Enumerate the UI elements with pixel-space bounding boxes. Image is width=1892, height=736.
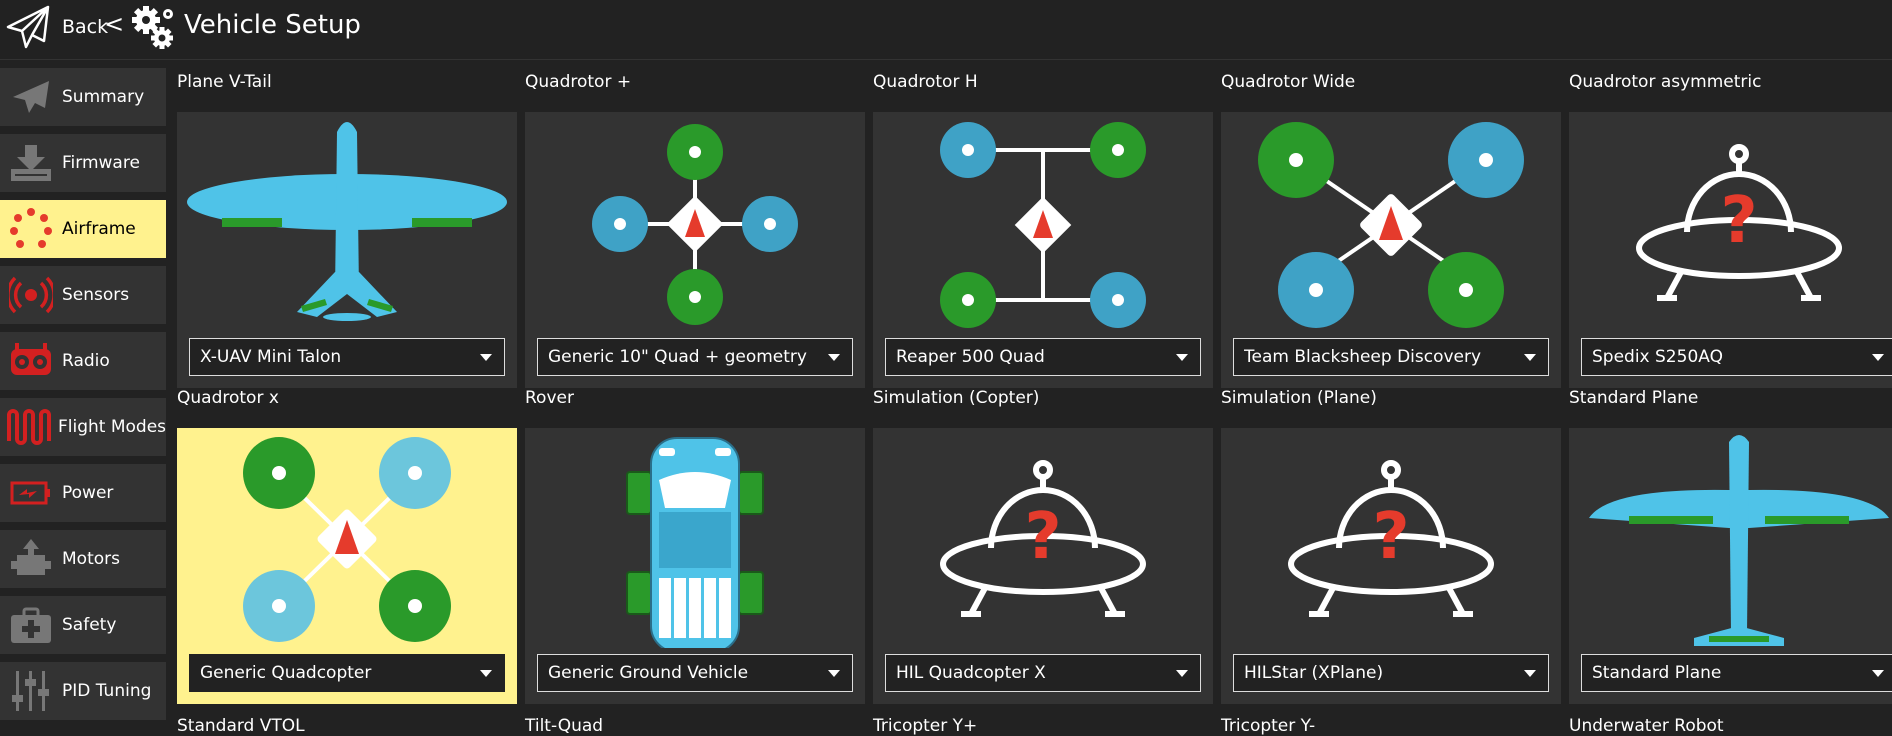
unknown-ufo-icon: ? <box>940 460 1146 617</box>
back-button[interactable]: Back <box>4 4 108 50</box>
chevron-down-icon <box>480 669 492 677</box>
airframe-name: Simulation (Plane) <box>1221 388 1377 408</box>
airframe-select[interactable]: Standard Plane <box>1581 654 1892 692</box>
airframe-select[interactable]: Reaper 500 Quad <box>885 338 1201 376</box>
breadcrumb-separator: < <box>104 10 125 38</box>
plane-icon <box>1589 435 1889 646</box>
airframe-name: Standard Plane <box>1569 388 1699 408</box>
airframe-tile[interactable]: X-UAV Mini Talon <box>177 112 517 388</box>
setup-sidebar: Summary Firmware Airframe Sensors Radio … <box>0 68 168 728</box>
airframe-select[interactable]: HIL Quadcopter X <box>885 654 1201 692</box>
svg-text:?: ? <box>1024 500 1061 574</box>
sidebar-item-summary[interactable]: Summary <box>0 68 166 126</box>
sidebar-item-sensors[interactable]: Sensors <box>0 266 166 324</box>
airframe-name: Plane V-Tail <box>177 72 272 92</box>
plane-icon <box>187 122 507 321</box>
sidebar-item-flight-modes[interactable]: Flight Modes <box>0 398 166 456</box>
sensors-icon <box>6 273 56 317</box>
airframe-icon <box>6 207 56 251</box>
airframe-tile[interactable]: Team Blacksheep Discovery <box>1221 112 1561 388</box>
paper-plane-icon <box>6 5 50 49</box>
sidebar-item-pid-tuning[interactable]: PID Tuning <box>0 662 166 720</box>
chevron-down-icon <box>1872 353 1884 361</box>
airframe-select[interactable]: Team Blacksheep Discovery <box>1233 338 1549 376</box>
chevron-down-icon <box>1524 353 1536 361</box>
airframe-name: Quadrotor H <box>873 72 978 92</box>
sidebar-item-label: Radio <box>62 351 110 371</box>
sidebar-item-motors[interactable]: Motors <box>0 530 166 588</box>
sliders-icon <box>6 669 56 713</box>
back-label: Back <box>62 16 109 38</box>
airframe-tile-selected[interactable]: Generic Quadcopter <box>177 428 517 704</box>
chevron-down-icon <box>828 669 840 677</box>
airframe-name: Quadrotor x <box>177 388 279 408</box>
page-title: Vehicle Setup <box>184 10 361 40</box>
quad-h-icon <box>940 122 1146 328</box>
sidebar-item-label: Motors <box>62 549 120 569</box>
paper-plane-icon <box>6 75 56 119</box>
airframe-name: Quadrotor asymmetric <box>1569 72 1762 92</box>
radio-icon <box>6 339 56 383</box>
quad-x-icon <box>243 437 451 642</box>
airframe-name: Tricopter Y+ <box>873 716 978 736</box>
sidebar-item-label: Summary <box>62 87 145 107</box>
flight-modes-icon <box>6 405 52 449</box>
top-bar: Back < Vehicle Setup <box>0 0 1892 60</box>
airframe-select[interactable]: X-UAV Mini Talon <box>189 338 505 376</box>
sidebar-item-firmware[interactable]: Firmware <box>0 134 166 192</box>
rover-icon <box>626 437 764 648</box>
sidebar-item-radio[interactable]: Radio <box>0 332 166 390</box>
sidebar-item-label: Power <box>62 483 114 503</box>
airframe-select[interactable]: Generic 10" Quad + geometry <box>537 338 853 376</box>
sidebar-item-label: Airframe <box>62 219 136 239</box>
sidebar-item-safety[interactable]: Safety <box>0 596 166 654</box>
airframe-tile[interactable]: Generic 10" Quad + geometry <box>525 112 865 388</box>
chevron-down-icon <box>1524 669 1536 677</box>
airframe-name: Rover <box>525 388 574 408</box>
airframe-tile[interactable]: ? Spedix S250AQ <box>1569 112 1892 388</box>
airframe-tile[interactable]: Generic Ground Vehicle <box>525 428 865 704</box>
chevron-down-icon <box>1176 353 1188 361</box>
sidebar-item-label: PID Tuning <box>62 681 152 701</box>
airframe-name: Underwater Robot <box>1569 716 1724 736</box>
airframe-select[interactable]: Generic Ground Vehicle <box>537 654 853 692</box>
sidebar-item-label: Sensors <box>62 285 130 305</box>
chevron-down-icon <box>1176 669 1188 677</box>
first-aid-icon <box>6 603 56 647</box>
sidebar-item-label: Flight Modes <box>58 417 167 437</box>
airframe-select[interactable]: HILStar (XPlane) <box>1233 654 1549 692</box>
airframe-tile[interactable]: Standard Plane <box>1569 428 1892 704</box>
quad-wide-icon <box>1258 122 1524 328</box>
airframe-name: Tricopter Y- <box>1221 716 1316 736</box>
airframe-tile[interactable]: ? HILStar (XPlane) <box>1221 428 1561 704</box>
chevron-down-icon <box>828 353 840 361</box>
unknown-ufo-icon: ? <box>1288 460 1494 617</box>
battery-icon <box>6 471 56 515</box>
chevron-down-icon <box>480 353 492 361</box>
download-icon <box>6 141 56 185</box>
sidebar-item-label: Safety <box>62 615 117 635</box>
airframe-select[interactable]: Spedix S250AQ <box>1581 338 1892 376</box>
airframe-name: Simulation (Copter) <box>873 388 1040 408</box>
unknown-ufo-icon: ? <box>1636 144 1842 301</box>
svg-text:?: ? <box>1720 184 1757 258</box>
chevron-down-icon <box>1872 669 1884 677</box>
airframe-select[interactable]: Generic Quadcopter <box>189 654 505 692</box>
airframe-name: Standard VTOL <box>177 716 305 736</box>
quad-plus-icon <box>592 124 798 325</box>
sidebar-item-airframe[interactable]: Airframe <box>0 200 166 258</box>
airframe-name: Quadrotor Wide <box>1221 72 1356 92</box>
gears-icon <box>132 6 173 49</box>
motor-icon <box>6 537 56 581</box>
airframe-tile[interactable]: Reaper 500 Quad <box>873 112 1213 388</box>
sidebar-item-label: Firmware <box>62 153 140 173</box>
svg-text:?: ? <box>1372 500 1409 574</box>
sidebar-item-power[interactable]: Power <box>0 464 166 522</box>
airframe-name: Tilt-Quad <box>525 716 604 736</box>
airframe-tile[interactable]: ? HIL Quadcopter X <box>873 428 1213 704</box>
airframe-name: Quadrotor + <box>525 72 632 92</box>
